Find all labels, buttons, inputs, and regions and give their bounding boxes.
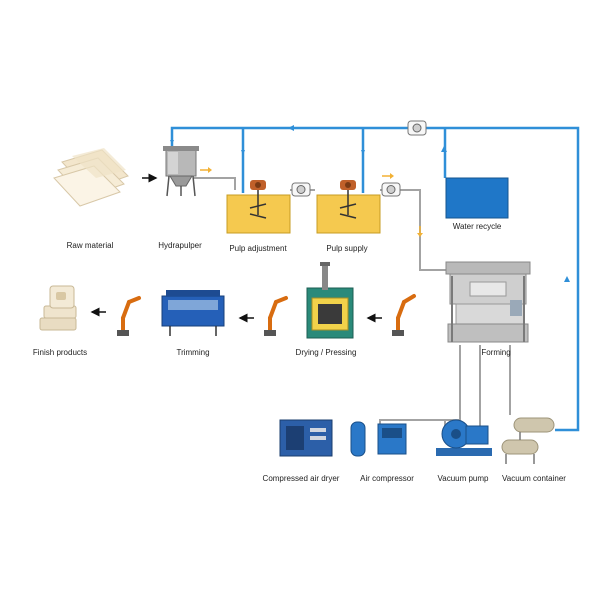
label-forming: Forming xyxy=(481,348,511,357)
air-compressor-image xyxy=(350,421,407,457)
label-compressed-air-dryer: Compressed air dryer xyxy=(262,474,340,483)
drying-pressing-machine-image xyxy=(306,262,354,339)
raw-material-image xyxy=(53,148,129,207)
label-hydrapulper: Hydrapulper xyxy=(158,241,202,250)
robot-arm-image xyxy=(392,294,416,336)
label-vacuum-pump: Vacuum pump xyxy=(437,474,489,483)
label-pulp-adjustment: Pulp adjustment xyxy=(229,244,287,253)
trimming-machine-image xyxy=(161,290,225,336)
vacuum-pump-image xyxy=(436,419,492,456)
label-raw-material: Raw material xyxy=(66,241,114,250)
water-recycle-tank xyxy=(445,177,509,219)
finish-products-image xyxy=(39,285,77,331)
hydrapulper-image xyxy=(163,146,199,197)
robot-arm-image xyxy=(264,296,288,336)
water-flow-arrows xyxy=(170,125,570,282)
label-vacuum-container: Vacuum container xyxy=(502,474,566,483)
pulp-supply-tank xyxy=(316,180,381,234)
label-water-recycle: Water recycle xyxy=(452,222,502,231)
water-pipes xyxy=(170,126,580,432)
pulp-adjustment-tank xyxy=(226,180,291,234)
label-drying-pressing: Drying / Pressing xyxy=(295,348,357,357)
pump-icon xyxy=(381,182,401,197)
robot-arm-image xyxy=(117,296,141,336)
valve-icon xyxy=(407,120,427,136)
pulp-flow-arrows xyxy=(200,167,423,237)
label-trimming: Trimming xyxy=(176,348,210,357)
label-air-compressor: Air compressor xyxy=(360,474,414,483)
compressed-air-dryer-image xyxy=(279,419,333,457)
label-pulp-supply: Pulp supply xyxy=(326,244,368,253)
pump-icon xyxy=(291,182,311,197)
forming-machine-image xyxy=(445,261,531,343)
label-finish-products: Finish products xyxy=(32,348,88,357)
vacuum-container-image xyxy=(501,417,555,464)
